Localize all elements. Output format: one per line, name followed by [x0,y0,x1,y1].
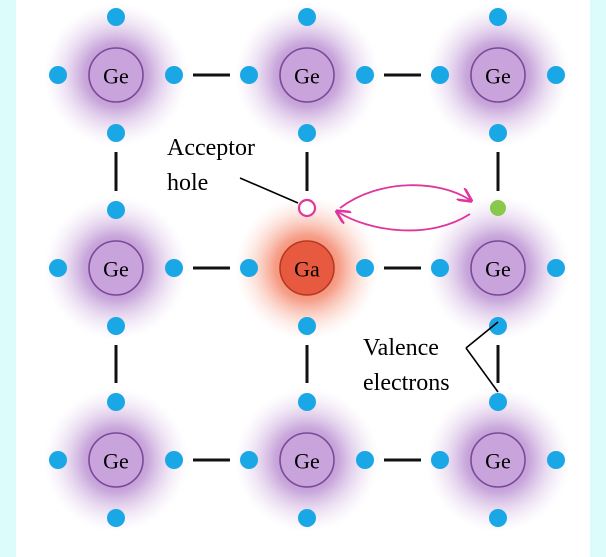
valence-electron [298,124,316,142]
atom-symbol: Ge [103,449,129,474]
left-border [0,0,16,557]
valence-electron [298,317,316,335]
germanium-atom [470,240,526,296]
germanium-atom [279,432,335,488]
valence-electron [431,259,449,277]
valence-electron [49,451,67,469]
gallium-atom [279,240,335,296]
electron-transfer-arrow-forward [339,184,470,209]
atom-symbol: Ge [103,64,129,89]
acceptor-label-line2: hole [167,170,208,196]
valence-electron [431,451,449,469]
germanium-atom [470,47,526,103]
acceptor-hole-leader-line [239,177,299,204]
valence-electron [165,451,183,469]
valence-electron [298,8,316,26]
acceptor-hole [297,198,317,218]
valence-electron [356,66,374,84]
atom-symbol: Ge [294,64,320,89]
valence-electron [107,124,125,142]
valence-electron [165,66,183,84]
valence-label-line1: Valence [363,335,439,361]
electron-transfer-arrow-back [338,212,471,232]
valence-electron [431,66,449,84]
valence-electrons [49,8,565,527]
atom-symbol: Ge [103,257,129,282]
atom-symbol: Ge [485,64,511,89]
covalent-bonds [114,73,500,462]
atom-symbol: Ge [294,449,320,474]
valence-electron [240,66,258,84]
valence-leader-line-bottom [465,347,499,393]
moved-electron [490,200,506,216]
germanium-atom [279,47,335,103]
valence-electron [165,259,183,277]
valence-electron [489,8,507,26]
atom-symbol: Ge [485,257,511,282]
valence-electron [356,451,374,469]
valence-electron [107,317,125,335]
valence-electron [489,393,507,411]
valence-electron [240,451,258,469]
germanium-atom [470,432,526,488]
valence-electron [489,317,507,335]
valence-electron [107,201,125,219]
valence-electron [49,66,67,84]
valence-electron [489,124,507,142]
valence-electron [240,259,258,277]
acceptor-label-line1: Acceptor [167,135,255,161]
atom-symbol: Ga [294,257,320,282]
valence-leader-line-top [465,321,499,349]
atom-symbol: Ge [485,449,511,474]
valence-electron [298,509,316,527]
valence-electron [107,393,125,411]
germanium-atom [88,47,144,103]
valence-electron [547,259,565,277]
right-border [590,0,606,557]
valence-electron [547,451,565,469]
valence-label-line2: electrons [363,370,450,396]
valence-electron [49,259,67,277]
valence-electron [489,509,507,527]
valence-electron [356,259,374,277]
germanium-atom [88,432,144,488]
valence-electron [547,66,565,84]
valence-electron [107,8,125,26]
valence-electron [107,509,125,527]
valence-electron [298,393,316,411]
germanium-atom [88,240,144,296]
